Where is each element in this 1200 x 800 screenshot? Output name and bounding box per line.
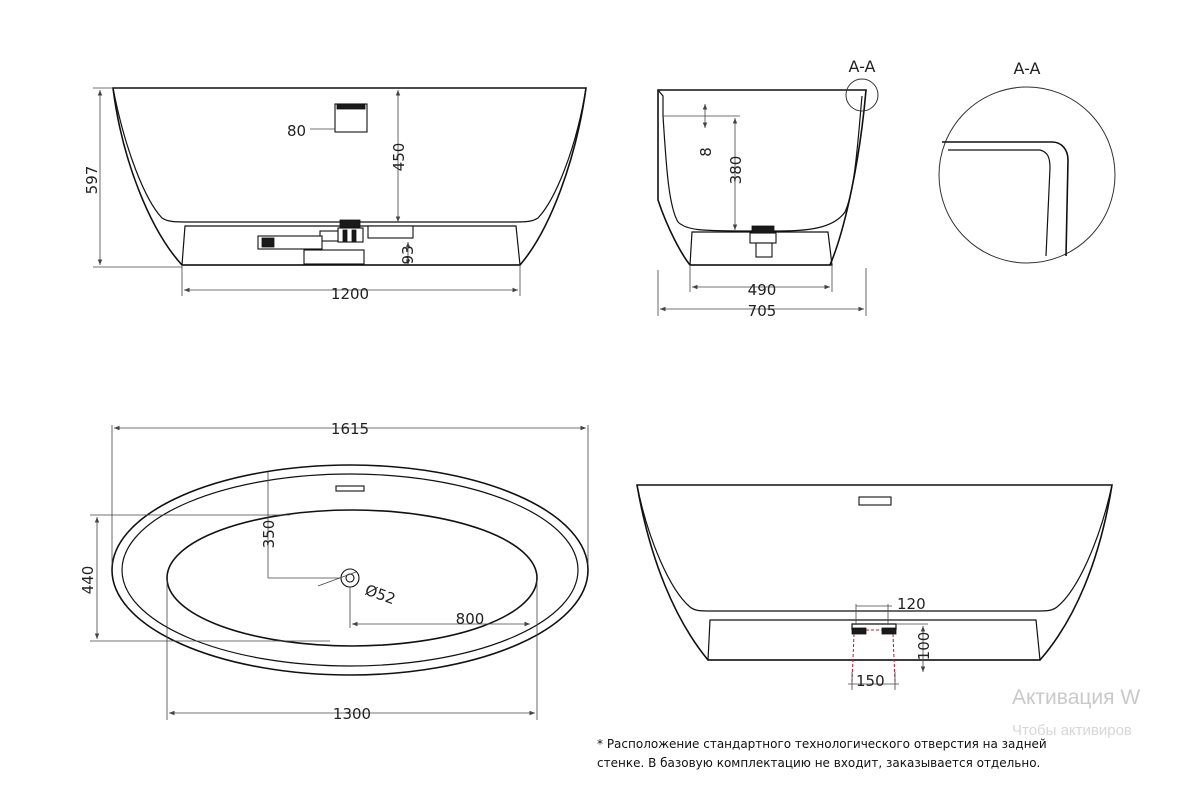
overall-height-label: 597 <box>83 166 101 195</box>
side-view-tub-outline <box>657 89 867 266</box>
base-length-label: 1200 <box>331 285 369 303</box>
note-line-2: стенке. В базовую комплектацию не входит… <box>597 756 1041 770</box>
overflow-label: 80 <box>287 122 306 140</box>
inner-length-label: 1300 <box>333 705 371 723</box>
detail-rim-profile <box>942 141 1069 257</box>
note-line-1: * Расположение стандартного технологичес… <box>597 737 1047 751</box>
hole-width-label: 120 <box>897 595 926 613</box>
overflow-depth-label: 450 <box>390 143 408 172</box>
section-marker-label: A-A <box>849 57 876 76</box>
base-width-label: 490 <box>748 281 777 299</box>
activation-watermark-title: Активация W <box>1012 686 1141 709</box>
detail-view: A-A <box>938 59 1116 264</box>
plan-view-outer-rim <box>111 464 589 676</box>
hole-spacing-label: 150 <box>856 672 885 690</box>
plan-view: 1615 440 350 Ø52 800 1300 <box>79 420 589 723</box>
rim-label: 8 <box>697 147 715 157</box>
drain-diameter-label: Ø52 <box>363 581 398 608</box>
installation-note: * Расположение стандартного технологичес… <box>597 735 1137 773</box>
front-view-drain-assembly <box>257 219 414 265</box>
rear-view-tub-outline <box>636 484 1113 661</box>
side-view: A-A 8 380 490 705 <box>657 57 879 320</box>
plan-length-label: 1615 <box>331 420 369 438</box>
plan-view-basin <box>166 509 538 647</box>
activation-watermark-subtitle: Чтобы активиров <box>1012 722 1132 739</box>
inner-height-label: 380 <box>727 156 745 185</box>
rear-view-inner-basin <box>636 484 1113 612</box>
drain-height-label: 93 <box>399 245 417 264</box>
plan-view-inner-rim <box>121 473 579 667</box>
detail-label: A-A <box>1014 59 1041 78</box>
tech-hole <box>851 623 897 630</box>
section-marker-circle <box>845 78 879 112</box>
front-view: 597 450 80 93 1200 <box>83 87 587 303</box>
rear-view: 120 100 150 <box>636 484 1113 690</box>
rear-view-pedestal <box>707 619 1041 661</box>
drain-offset-x-label: 800 <box>456 610 485 628</box>
plan-width-label: 440 <box>79 566 97 595</box>
hole-height-label: 100 <box>915 632 933 661</box>
overall-width-label: 705 <box>748 302 777 320</box>
detail-circle <box>938 86 1116 264</box>
drain-offset-y-label: 350 <box>260 520 278 549</box>
